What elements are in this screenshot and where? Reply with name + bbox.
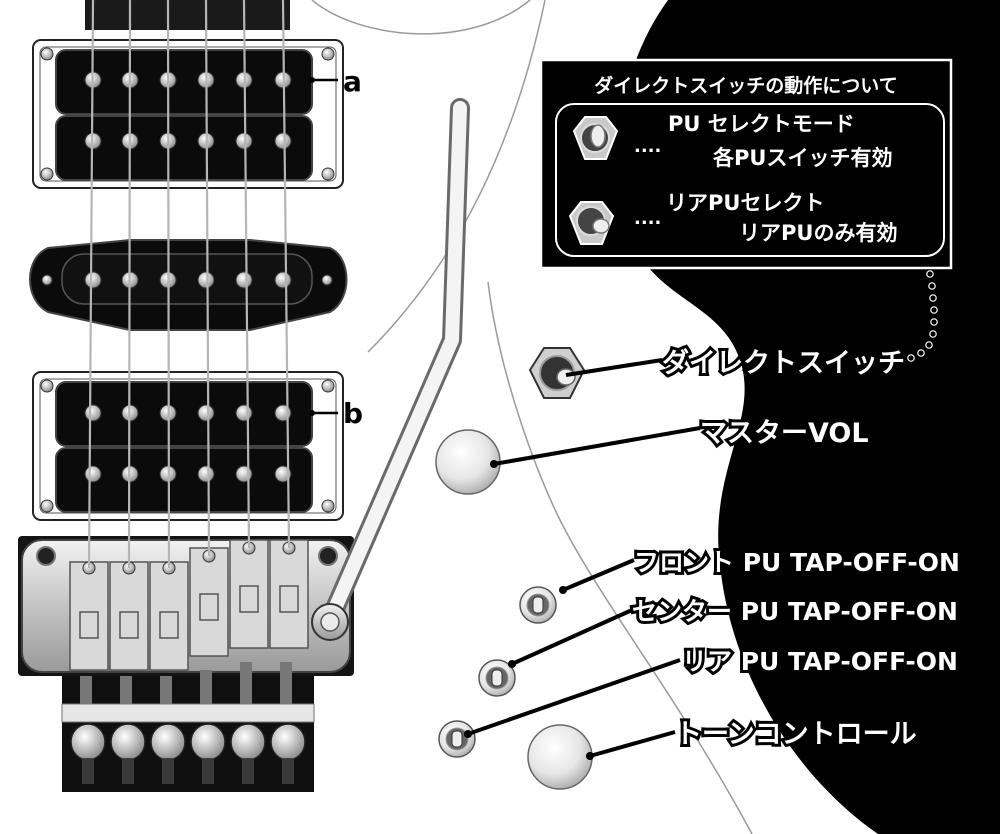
center-pu-label: センター PU TAP-OFF-ON [632, 597, 958, 626]
body-contour-upper [367, 0, 546, 353]
mode1-line1: PU セレクトモード [668, 112, 855, 136]
pickup-b-callout: b [309, 397, 363, 430]
front-pu-label: フロント PU TAP-OFF-ON [634, 548, 960, 577]
rear-pu-label: リア PU TAP-OFF-ON [682, 647, 958, 676]
toggle-switch-icon [572, 116, 619, 160]
middle-single-coil [29, 239, 348, 331]
tone-knob [527, 724, 676, 790]
center-pu-tap-switch [478, 608, 633, 697]
tone-label: トーンコントロール [675, 719, 917, 750]
master-vol-label: マスターVOL [700, 418, 869, 449]
mode2-dots: .... [634, 208, 661, 229]
pickup-a-callout: a [309, 65, 362, 98]
direct-switch-label: ダイレクトスイッチ [662, 347, 905, 379]
fingerboard [85, 0, 290, 30]
direct-switch [528, 347, 663, 399]
mode2-line2: リアPUのみ有効 [739, 221, 897, 245]
pickup-a-label: a [343, 65, 362, 98]
info-box-title: ダイレクトスイッチの動作について [594, 74, 897, 97]
strings [87, 0, 291, 569]
mode2-line1: リアPUセレクト [666, 191, 824, 215]
direct-switch-info-box: ダイレクトスイッチの動作について .... PU セレクトモード 各PUスイッチ… [539, 58, 953, 270]
dotted-leader [907, 270, 938, 362]
body-contour-top [311, 0, 531, 35]
neck-humbucker [32, 39, 344, 189]
front-pu-tap-switch [519, 558, 635, 624]
pickup-b-label: b [343, 397, 363, 430]
rear-pu-tap-switch [438, 658, 681, 758]
tremolo-arm [311, 98, 470, 641]
master-volume-knob [435, 426, 701, 495]
tremolo-bridge [18, 536, 354, 792]
mode1-line2: 各PUスイッチ有効 [712, 146, 892, 170]
mount-screws-a [40, 47, 335, 181]
mode1-dots: .... [634, 136, 661, 157]
pickguard-edge [487, 281, 753, 834]
toggle-switch-icon [568, 201, 615, 245]
bridge-humbucker [32, 371, 344, 521]
